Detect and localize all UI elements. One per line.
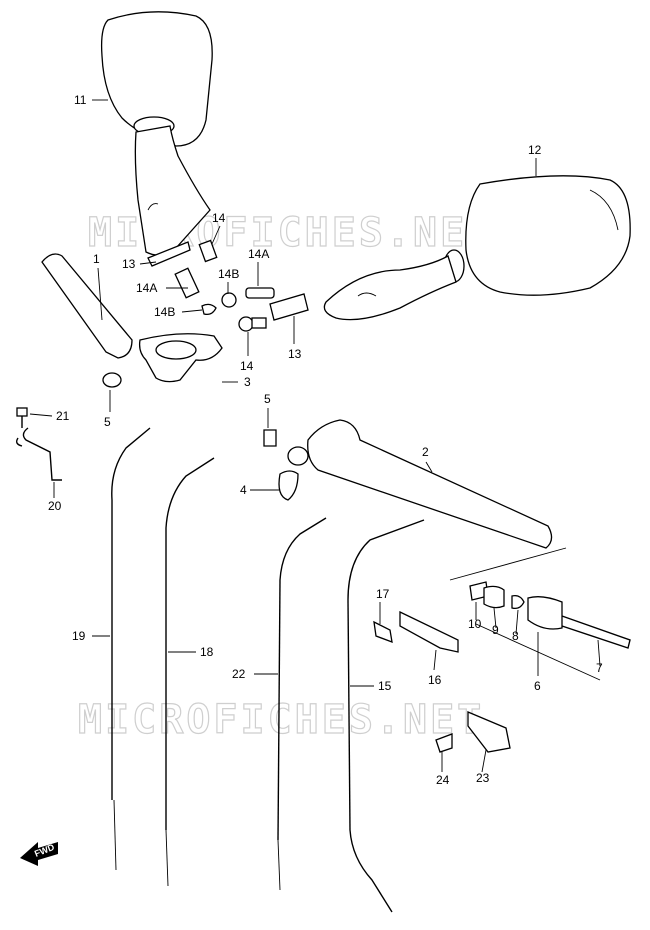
callout-leader-2 bbox=[425, 461, 433, 473]
callout-label-24: 24 bbox=[436, 773, 450, 787]
mirror-hardware bbox=[147, 239, 309, 332]
callout-label-22: 22 bbox=[232, 667, 246, 681]
callout-label-16: 16 bbox=[428, 673, 442, 687]
callout-label-12: 12 bbox=[528, 143, 542, 157]
callout-label-14a: 14A bbox=[136, 281, 157, 295]
callout-label-3: 3 bbox=[244, 375, 251, 389]
right-handlebar bbox=[263, 419, 567, 581]
callout-label-18: 18 bbox=[200, 645, 214, 659]
callout-label-7: 7 bbox=[596, 661, 603, 675]
callout-leader-23 bbox=[481, 749, 487, 773]
callout-label-4: 4 bbox=[240, 483, 247, 497]
callout-label-1: 1 bbox=[93, 252, 100, 266]
left-mirror bbox=[100, 11, 213, 256]
callout-label-5: 5 bbox=[264, 392, 271, 406]
callout-labels: 1112141314A14B14A14B13141352120524191822… bbox=[29, 93, 603, 787]
callout-leader-1 bbox=[97, 267, 103, 321]
callout-label-11: 11 bbox=[74, 93, 87, 107]
callout-label-13: 13 bbox=[122, 257, 136, 271]
watermark-bottom: MICROFICHES.NET bbox=[78, 697, 484, 743]
callout-label-15: 15 bbox=[378, 679, 392, 693]
left-handlebar bbox=[41, 253, 223, 388]
callout-label-8: 8 bbox=[512, 629, 519, 643]
callout-label-14b: 14B bbox=[218, 267, 239, 281]
callout-leader-7 bbox=[597, 639, 601, 667]
cable-brackets bbox=[373, 610, 511, 753]
callout-label-10: 10 bbox=[468, 617, 482, 631]
callout-label-19: 19 bbox=[72, 629, 86, 643]
clip-and-bolt bbox=[15, 407, 62, 481]
callout-label-14a: 14A bbox=[248, 247, 269, 261]
callout-label-14: 14 bbox=[240, 359, 254, 373]
callout-leader-21 bbox=[29, 413, 53, 417]
callout-leader-13 bbox=[139, 261, 157, 265]
callout-label-21: 21 bbox=[56, 409, 70, 423]
forward-arrow: FWD bbox=[20, 842, 58, 866]
callout-label-14b: 14B bbox=[154, 305, 175, 319]
callout-label-14: 14 bbox=[212, 211, 226, 225]
callout-label-13: 13 bbox=[288, 347, 302, 361]
callout-leader-9 bbox=[493, 607, 497, 629]
callout-label-17: 17 bbox=[376, 587, 390, 601]
cables bbox=[111, 427, 425, 913]
callout-label-6: 6 bbox=[534, 679, 541, 693]
callout-label-2: 2 bbox=[422, 445, 429, 459]
callout-leader-14b bbox=[181, 309, 203, 313]
callout-leader-14 bbox=[211, 225, 221, 245]
callout-label-23: 23 bbox=[476, 771, 490, 785]
callout-label-20: 20 bbox=[48, 499, 62, 513]
callout-leader-8 bbox=[515, 609, 519, 635]
callout-label-9: 9 bbox=[492, 623, 499, 637]
callout-leader-16 bbox=[433, 649, 437, 671]
callout-label-5: 5 bbox=[104, 415, 111, 429]
right-mirror bbox=[323, 175, 631, 321]
